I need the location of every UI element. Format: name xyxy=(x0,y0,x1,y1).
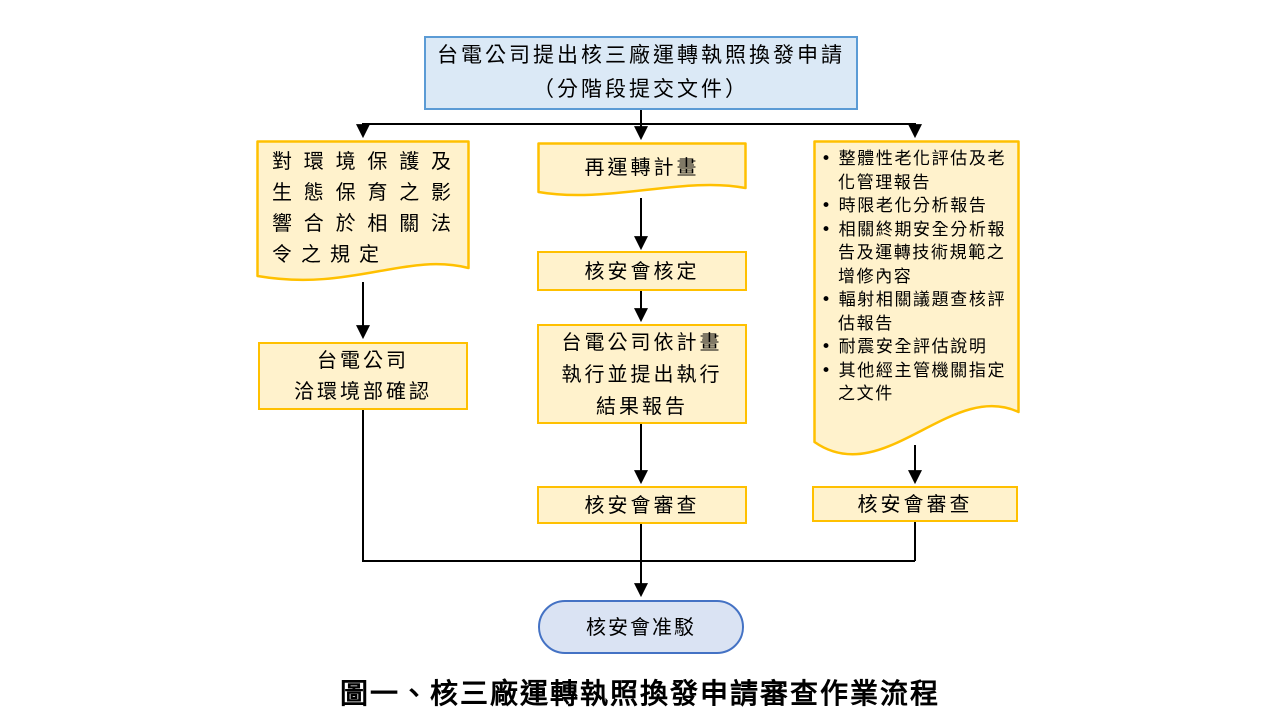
node-submission-docs: 整體性老化評估及老化管理報告 時限老化分析報告 相關終期安全分析報告及運轉技術規… xyxy=(813,140,1020,472)
node-nsc-approval: 核安會核定 xyxy=(537,251,747,291)
figure-caption: 圖一、核三廠運轉執照換發申請審查作業流程 xyxy=(339,677,940,710)
document-shape-icon xyxy=(256,140,470,282)
node-nsc-approval-label: 核安會核定 xyxy=(584,258,700,283)
node-restart-plan-label: 再運轉計畫 xyxy=(584,154,700,179)
node-start: 台電公司提出核三廠運轉執照換發申請 （分階段提交文件） xyxy=(424,36,858,110)
node-nsc-review-right: 核安會審查 xyxy=(812,486,1018,522)
node-restart-plan: 再運轉計畫 xyxy=(537,142,747,206)
node-nsc-review-right-label: 核安會審查 xyxy=(857,491,973,516)
node-execute-report-label: 台電公司依計畫 執行並提出執行 結果報告 xyxy=(561,330,723,418)
node-nsc-review-center-label: 核安會審查 xyxy=(584,492,700,517)
submission-docs-list: 整體性老化評估及老化管理報告 時限老化分析報告 相關終期安全分析報告及運轉技術規… xyxy=(813,140,1020,407)
node-env-confirm-label: 台電公司 洽環境部確認 xyxy=(294,348,432,403)
node-env-requirement: 對環境保護及生態保育之影響合於相關法令之規定 xyxy=(256,140,470,290)
submission-doc-item: 相關終期安全分析報告及運轉技術規範之增修內容 xyxy=(821,219,1014,290)
submission-doc-item: 其他經主管機關指定之文件 xyxy=(821,360,1014,407)
document-shape-icon xyxy=(537,142,747,197)
node-execute-report: 台電公司依計畫 執行並提出執行 結果報告 xyxy=(537,324,747,424)
node-final-decision-label: 核安會准駁 xyxy=(586,614,696,639)
node-final-decision: 核安會准駁 xyxy=(538,600,744,654)
submission-doc-item: 時限老化分析報告 xyxy=(821,195,1014,219)
node-env-confirm: 台電公司 洽環境部確認 xyxy=(258,342,468,410)
node-nsc-review-center: 核安會審查 xyxy=(537,486,747,524)
submission-doc-item: 耐震安全評估說明 xyxy=(821,336,1014,360)
submission-doc-item: 整體性老化評估及老化管理報告 xyxy=(821,148,1014,195)
submission-doc-item: 輻射相關議題查核評估報告 xyxy=(821,289,1014,336)
node-env-requirement-label: 對環境保護及生態保育之影響合於相關法令之規定 xyxy=(272,149,460,266)
node-start-label: 台電公司提出核三廠運轉執照換發申請 （分階段提交文件） xyxy=(437,43,845,101)
